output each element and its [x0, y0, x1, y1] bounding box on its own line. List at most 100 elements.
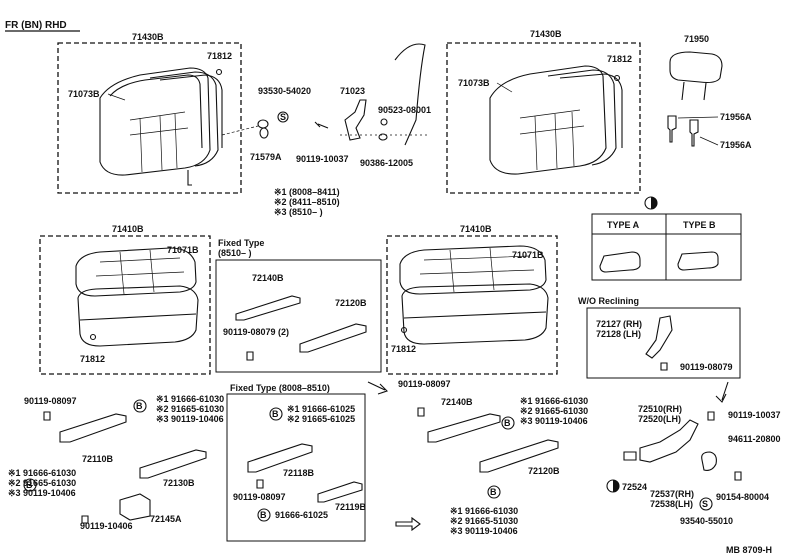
arrow-3: [715, 381, 729, 403]
bracket-72127: [645, 315, 673, 359]
label-72510-rh: (RH): [663, 404, 682, 414]
label-90119-08097-bl: 90119-08097: [24, 396, 77, 406]
fixed-type-2-title: Fixed Type (8008–8510): [230, 383, 330, 393]
marker-b-circle-4: [257, 508, 271, 522]
bl-spec-3: ※3 90119-10406: [156, 414, 224, 424]
label-72120b-fixed: 72120B: [335, 298, 367, 308]
marker-b-2: B: [26, 480, 33, 490]
bolt-90119-08079-wo: [660, 362, 668, 371]
label-90119-10037-top: 90119-10037: [296, 154, 349, 164]
marker-b-circle-2: [23, 478, 37, 492]
recliner-72510: [639, 419, 699, 463]
screw-90154: [734, 471, 742, 481]
rail-72130b: [139, 449, 207, 479]
label-90119-08097-r: 90119-08097: [398, 379, 451, 389]
label-90119-08097-c: 90119-08097: [233, 492, 286, 502]
bl-spec-1: ※1 91666-61030: [156, 394, 224, 404]
rail-72118b: [247, 443, 313, 473]
bolt-90119-08079-2: [246, 351, 254, 361]
label-72128-lh: (LH): [623, 329, 641, 339]
bolt-90119-08097-r: [417, 407, 425, 417]
label-72524: 72524: [622, 482, 647, 492]
nut-90386: [378, 133, 388, 141]
label-72538: 72538: [650, 499, 675, 509]
bolt-90119-10406: [81, 515, 89, 524]
clip-71812-cushion-left: [89, 333, 97, 341]
rail-72110b: [59, 413, 127, 443]
label-90119-08079-wo: 90119-08079: [680, 362, 733, 372]
clip-71812-cushion-right: [400, 326, 408, 334]
label-71430b-left: 71430B: [132, 32, 164, 42]
type-a-part: [599, 251, 641, 273]
r-spec-4: ※1 91666-61030: [450, 506, 518, 516]
label-90119-10406: 90119-10406: [80, 521, 133, 531]
part-71579a: [257, 119, 269, 129]
legend-3: ※3 (8510– ): [274, 207, 323, 217]
rail-72120b-fixed: [299, 323, 367, 353]
left-seatback-group-box: [57, 42, 242, 194]
part-71579a-b: [259, 127, 269, 139]
rail-72140b-fixed: [235, 295, 301, 321]
r-spec-3: ※3 90119-10406: [520, 416, 588, 426]
c-spec-2: ※2 91665-61025: [287, 414, 355, 424]
label-90523: 90523-08001: [378, 105, 431, 115]
headrest-71950: [669, 51, 723, 84]
label-93540: 93540-55010: [680, 516, 733, 526]
wo-reclining-title: W/O Reclining: [578, 296, 639, 306]
r-spec-6: ※3 90119-10406: [450, 526, 518, 536]
bl-spec-4: ※1 91666-61030: [8, 468, 76, 478]
label-71812-cushion-left: 71812: [80, 354, 105, 364]
clip-71812-right: [613, 74, 621, 82]
fixed-type-box: [215, 259, 382, 373]
half-circle-outline: [644, 196, 658, 210]
legend-1: ※1 (8008–8411): [274, 187, 340, 197]
label-71812-right: 71812: [607, 54, 632, 64]
rail-72120b-r: [479, 439, 559, 473]
label-94611: 94611-20800: [728, 434, 781, 444]
label-72537-rh: (RH): [675, 489, 694, 499]
r-spec-2: ※2 91665-61030: [520, 406, 588, 416]
marker-b-6: B: [490, 487, 497, 497]
label-72120b-r: 72120B: [528, 466, 560, 476]
bracket-72145a: [119, 493, 151, 521]
marker-b-circle-5: [501, 416, 515, 430]
right-seatback-illustration: [489, 65, 623, 175]
label-72538-lh: (LH): [675, 499, 693, 509]
label-71430b-right: 71430B: [530, 29, 562, 39]
rail-72140b-r: [427, 413, 501, 443]
headrest-stay-2: [703, 82, 707, 101]
label-72110b: 72110B: [82, 454, 114, 464]
fixed-type-title: Fixed Type: [218, 238, 264, 248]
label-72127: 72127: [596, 319, 621, 329]
arrow-1: [367, 381, 389, 395]
arrow-2: [395, 516, 421, 532]
marker-s-circle-2: [699, 497, 713, 511]
r-spec-1: ※1 91666-61030: [520, 396, 588, 406]
marker-b-circle-1: [133, 399, 147, 413]
label-72118b: 72118B: [283, 468, 315, 478]
leader-71956a-1: [677, 116, 719, 119]
left-cushion-group-box: [39, 235, 211, 375]
bl-spec-6: ※3 90119-10406: [8, 488, 76, 498]
bolt-90119-08097-c: [256, 479, 264, 489]
label-72520-lh: (LH): [663, 414, 681, 424]
bolt-90119-10037: [314, 121, 329, 129]
label-93530: 93530-54020: [258, 86, 311, 96]
leader-71956a-2: [699, 136, 719, 146]
label-90154: 90154-80004: [716, 492, 769, 502]
label-71073b-right: 71073B: [458, 78, 490, 88]
marker-b-5: B: [504, 418, 511, 428]
type-b-part: [677, 251, 719, 271]
label-71579a: 71579A: [250, 152, 282, 162]
label-72537: 72537: [650, 489, 675, 499]
label-71956a-2: 71956A: [720, 140, 752, 150]
label-71071b-right: 71071B: [512, 250, 544, 260]
knob-72537: [701, 451, 717, 471]
support-71956a-1: [667, 115, 677, 143]
headrest-stay-1: [681, 81, 685, 101]
label-71410b-right: 71410B: [460, 224, 492, 234]
rail-72119b: [317, 481, 363, 503]
right-seatback-group-box: [446, 42, 641, 194]
half-circle-outline-2: [606, 479, 620, 493]
bl-spec-5: ※2 91665-61030: [8, 478, 76, 488]
